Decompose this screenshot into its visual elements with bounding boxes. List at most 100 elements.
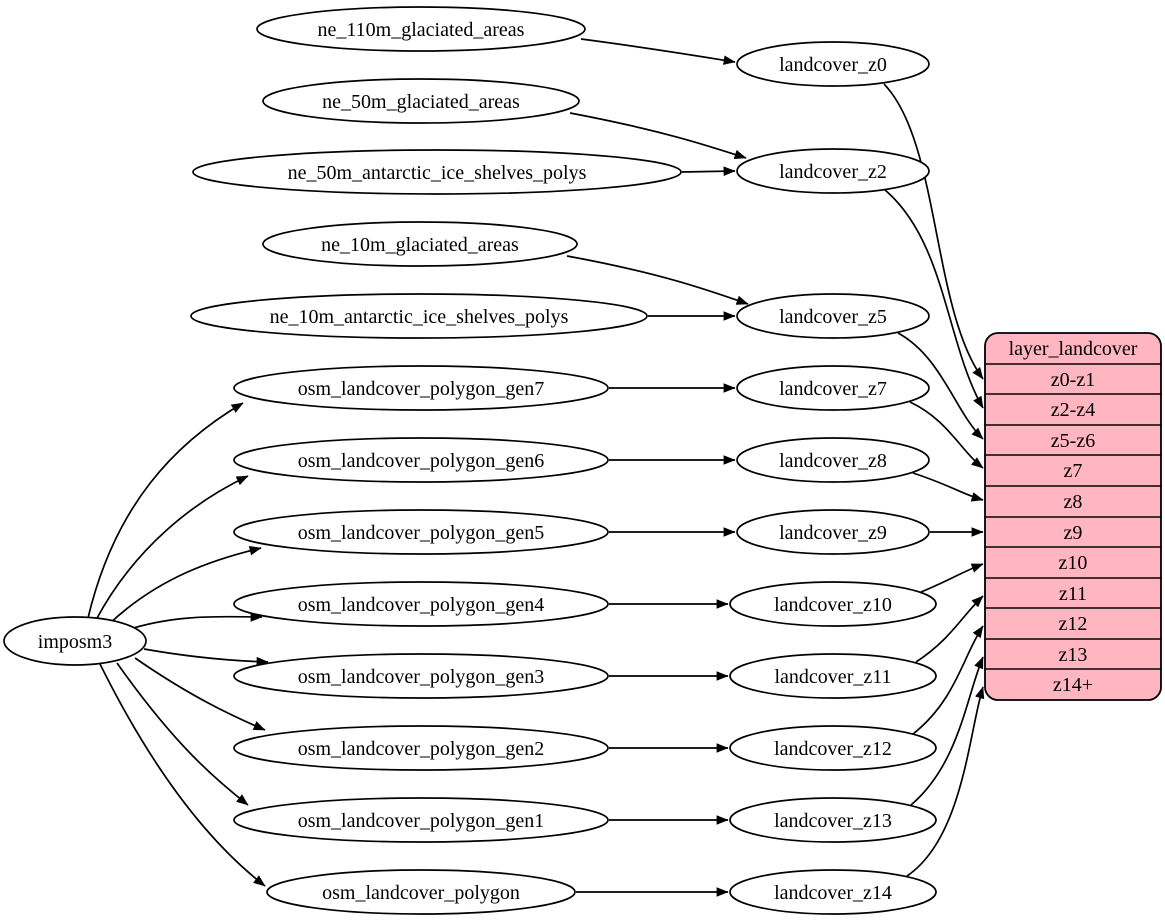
node-shape (736, 148, 930, 194)
node-shape (233, 653, 609, 699)
node-shape (233, 437, 609, 483)
node-osm-landcover-polygon-gen3: osm_landcover_polygon_gen3 (233, 653, 609, 699)
node-shape (192, 149, 682, 195)
node-label: osm_landcover_polygon (322, 882, 520, 904)
edge-imposm3-to-gen3 (143, 648, 269, 667)
node-label: ne_50m_antarctic_ice_shelves_polys (288, 162, 587, 184)
node-label: ne_10m_antarctic_ice_shelves_polys (270, 306, 569, 328)
node-shape (233, 365, 609, 411)
edge-z0-to-row-z0-z1 (883, 83, 984, 380)
edge-imposm3-to-gen1 (116, 662, 249, 806)
node-label: landcover_z9 (779, 522, 887, 544)
node-imposm3-shape (3, 616, 147, 666)
edge-z2-to-row-z2-z4 (884, 189, 984, 409)
record-row-z14plus: z14+ (1053, 674, 1093, 696)
edge-z7-to-row-z7 (909, 401, 984, 469)
node-shape (233, 581, 609, 627)
node-label: osm_landcover_polygon_gen4 (298, 594, 545, 616)
record-row-z8: z8 (1064, 491, 1083, 513)
node-label: landcover_z14 (774, 882, 892, 904)
node-shape (233, 509, 609, 555)
node-shape (190, 293, 648, 339)
edge-ne50m-glaciated-to-z2 (569, 112, 747, 160)
node-label: landcover_z0 (779, 54, 887, 76)
node-ne-50m-glaciated-areas: ne_50m_glaciated_areas (262, 78, 580, 124)
node-landcover-z12: landcover_z12 (729, 725, 937, 771)
node-shape (729, 725, 937, 771)
node-landcover-z8: landcover_z8 (736, 437, 930, 483)
node-landcover-z14: landcover_z14 (729, 869, 937, 915)
edge-ne110m-glaciated-to-z0 (580, 38, 736, 65)
edge-z8-to-row-z8 (912, 472, 984, 502)
edge-imposm3-to-gen5 (106, 545, 262, 627)
node-landcover-z10: landcover_z10 (729, 581, 937, 627)
node-label: landcover_z13 (774, 810, 892, 832)
node-landcover-z11: landcover_z11 (729, 653, 937, 699)
node-shape (266, 869, 576, 915)
edge-ne50m-antarctic-to-z2 (681, 166, 736, 177)
node-label: osm_landcover_polygon_gen3 (298, 666, 545, 688)
node-landcover-z7: landcover_z7 (736, 365, 930, 411)
node-osm-landcover-polygon-gen6: osm_landcover_polygon_gen6 (233, 437, 609, 483)
edge-z10-to-row-z10 (920, 563, 984, 593)
edge-z13-to-row-z13 (910, 656, 984, 806)
node-osm-landcover-polygon-gen5: osm_landcover_polygon_gen5 (233, 509, 609, 555)
edge-ne10m-glaciated-to-z5 (566, 255, 749, 305)
node-landcover-z9: landcover_z9 (736, 509, 930, 555)
node-shape (729, 797, 937, 843)
node-ne-10m-antarctic-ice-shelves-polys: ne_10m_antarctic_ice_shelves_polys (190, 293, 648, 339)
edge-z11-to-row-z11 (915, 595, 984, 663)
record-row-z13: z13 (1059, 644, 1088, 666)
edge-imposm3-to-gen4 (120, 612, 263, 633)
node-ne-110m-glaciated-areas: ne_110m_glaciated_areas (256, 6, 586, 52)
node-shape (262, 221, 578, 267)
edge-group (87, 38, 985, 897)
node-osm-landcover-polygon: osm_landcover_polygon (266, 869, 576, 915)
node-ne-10m-glaciated-areas: ne_10m_glaciated_areas (262, 221, 578, 267)
node-landcover-z2: landcover_z2 (736, 148, 930, 194)
node-shape (729, 869, 937, 915)
node-shape (262, 78, 580, 124)
node-shape (736, 41, 930, 87)
node-label: landcover_z2 (779, 161, 887, 183)
record-row-z11: z11 (1059, 583, 1087, 605)
node-label: landcover_z12 (774, 738, 892, 760)
node-label: landcover_z8 (779, 450, 887, 472)
node-shape (233, 725, 609, 771)
edge-imposm3-to-gen6 (95, 475, 249, 621)
edge-z12-to-row-z12 (912, 625, 984, 735)
node-label: osm_landcover_polygon_gen6 (298, 450, 545, 472)
node-label: osm_landcover_polygon_gen5 (298, 522, 545, 544)
record-row-z12: z12 (1059, 613, 1088, 635)
node-landcover-z13: landcover_z13 (729, 797, 937, 843)
edge-z14-to-row-z14plus (906, 686, 985, 877)
node-landcover-z0: landcover_z0 (736, 41, 930, 87)
node-shape (729, 653, 937, 699)
node-label: landcover_z10 (774, 594, 892, 616)
node-imposm3: imposm3 (3, 616, 147, 666)
node-label: osm_landcover_polygon_gen1 (298, 810, 545, 832)
record-row-z7: z7 (1064, 460, 1083, 482)
node-label: ne_10m_glaciated_areas (321, 234, 519, 256)
node-label: ne_110m_glaciated_areas (318, 19, 525, 41)
node-shape (736, 293, 930, 339)
node-imposm3-label: imposm3 (38, 631, 112, 653)
edge-z5-to-row-z5-z6 (897, 332, 984, 440)
record-title: layer_landcover (1009, 338, 1138, 360)
record-row-z5-z6: z5-z6 (1051, 430, 1095, 452)
node-shape (233, 797, 609, 843)
node-label: landcover_z7 (779, 378, 887, 400)
node-shape (256, 6, 586, 52)
node-shape (736, 437, 930, 483)
node-osm-landcover-polygon-gen1: osm_landcover_polygon_gen1 (233, 797, 609, 843)
record-row-z9: z9 (1064, 522, 1083, 544)
node-ne-50m-antarctic-ice-shelves-polys: ne_50m_antarctic_ice_shelves_polys (192, 149, 682, 195)
record-row-z10: z10 (1059, 552, 1088, 574)
edge-imposm3-to-gen7 (87, 402, 244, 619)
node-label: ne_50m_glaciated_areas (322, 91, 520, 113)
node-label: osm_landcover_polygon_gen7 (298, 378, 545, 400)
node-shape (736, 365, 930, 411)
node-label: landcover_z11 (775, 666, 892, 688)
